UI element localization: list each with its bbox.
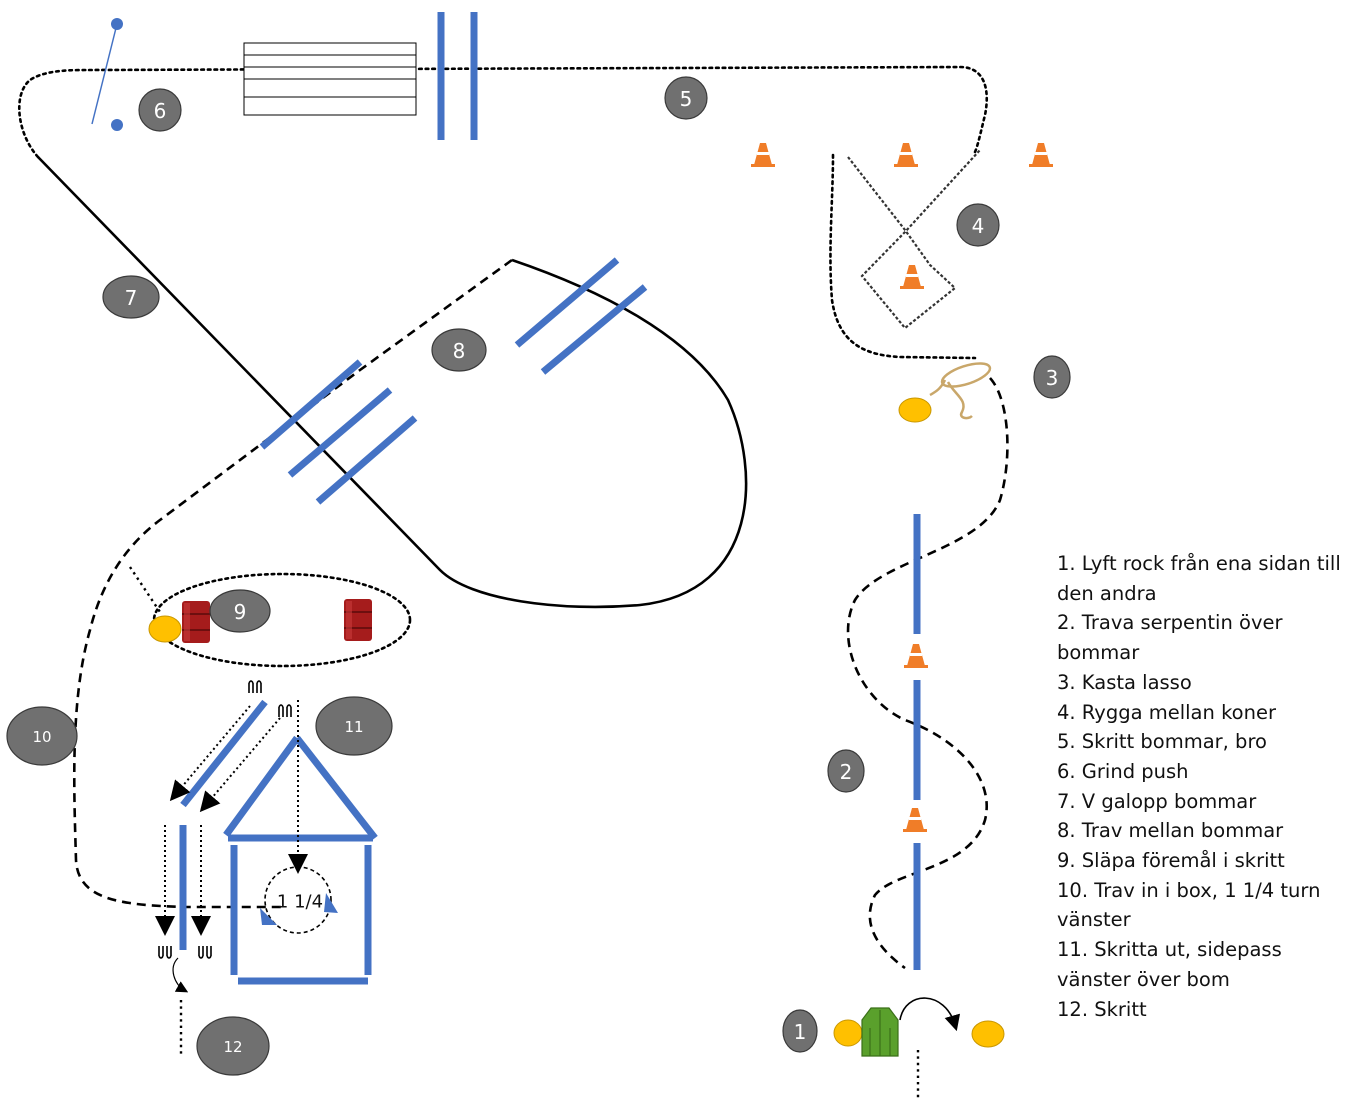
path-back-cones bbox=[829, 153, 977, 360]
station-badge-shape bbox=[102, 275, 160, 319]
station-badge: 6 bbox=[138, 88, 182, 132]
station-badge-shape bbox=[1033, 355, 1071, 399]
cone-icon bbox=[751, 143, 775, 167]
pole bbox=[315, 415, 418, 505]
disc-icon bbox=[833, 1019, 863, 1047]
station-badge: 3 bbox=[1033, 355, 1071, 399]
station-number: 10 bbox=[32, 728, 51, 746]
station-number: 3 bbox=[1046, 366, 1059, 390]
legend-item: 9. Släpa föremål i skritt bbox=[1057, 849, 1285, 873]
station-badge: 9 bbox=[209, 589, 271, 633]
station-number: 9 bbox=[234, 600, 247, 624]
box-turn: 1 1/4 bbox=[260, 866, 338, 934]
path-drag-oval bbox=[152, 572, 412, 668]
horseshoes bbox=[158, 680, 292, 959]
legend-item: 6. Grind push bbox=[1057, 759, 1189, 783]
gate-icon bbox=[91, 18, 123, 131]
turn-arrow-icon bbox=[899, 997, 961, 1032]
station-badge: 5 bbox=[664, 76, 708, 120]
station-number: 6 bbox=[154, 99, 167, 123]
turn-arrow-icon bbox=[172, 957, 189, 993]
horseshoe-icon bbox=[278, 704, 292, 718]
cone-icon bbox=[900, 265, 924, 289]
horseshoe-icon bbox=[158, 945, 172, 959]
disc-icon bbox=[898, 397, 932, 423]
pole bbox=[287, 387, 393, 478]
station-number: 12 bbox=[223, 1038, 242, 1056]
cone-icon bbox=[903, 808, 927, 832]
station-badge-shape bbox=[138, 88, 182, 132]
pole bbox=[180, 699, 268, 808]
coat-icon bbox=[861, 1007, 899, 1057]
legend-item: 10. Trav in i box, 1 1/4 turn vänster bbox=[1057, 878, 1321, 932]
station-badge-shape bbox=[827, 749, 865, 793]
pole bbox=[223, 735, 300, 838]
station-number: 5 bbox=[680, 87, 693, 111]
station-badge: 8 bbox=[431, 328, 487, 372]
legend: 1. Lyft rock från ena sidan till den and… bbox=[1057, 549, 1347, 1024]
legend-item: 11. Skritta ut, sidepass vänster över bo… bbox=[1057, 938, 1282, 991]
barrel-icon bbox=[343, 598, 373, 642]
legend-item: 12. Skritt bbox=[1057, 997, 1147, 1021]
station-badge: 4 bbox=[956, 203, 1000, 247]
disc-icon bbox=[971, 1020, 1005, 1048]
pole bbox=[259, 359, 363, 450]
turn-label: 1 1/4 bbox=[277, 892, 323, 913]
station-number: 2 bbox=[840, 760, 853, 784]
path-drag-start bbox=[129, 566, 161, 613]
legend-item: 1. Lyft rock från ena sidan till den and… bbox=[1057, 552, 1341, 605]
station-number: 11 bbox=[344, 718, 363, 736]
station-badge-shape bbox=[782, 1009, 818, 1053]
station-badge: 12 bbox=[196, 1016, 270, 1076]
legend-item: 2. Trava serpentin över bommar bbox=[1057, 611, 1283, 665]
pole bbox=[514, 257, 620, 348]
station-badge-shape bbox=[315, 696, 393, 756]
station-number: 4 bbox=[972, 214, 985, 238]
station-badge: 1 bbox=[782, 1009, 818, 1053]
pole bbox=[294, 735, 378, 841]
station-badge: 10 bbox=[6, 706, 78, 766]
station-badge-shape bbox=[6, 706, 78, 766]
path-trot-left bbox=[72, 258, 513, 909]
legend-item: 4. Rygga mellan koner bbox=[1057, 700, 1276, 724]
legend-item: 3. Kasta lasso bbox=[1057, 670, 1192, 694]
cone-icon bbox=[1029, 143, 1053, 167]
station-badge-shape bbox=[431, 328, 487, 372]
cone-icon bbox=[904, 644, 928, 668]
station-number: 1 bbox=[794, 1020, 807, 1044]
station-number: 7 bbox=[125, 286, 138, 310]
station-badge: 7 bbox=[102, 275, 160, 319]
back-up-lane bbox=[847, 149, 981, 330]
station-badge-shape bbox=[196, 1016, 270, 1076]
legend-item: 5. Skritt bommar, bro bbox=[1057, 730, 1267, 754]
station-badge: 11 bbox=[315, 696, 393, 756]
horseshoe-icon bbox=[248, 680, 262, 694]
sidepass-arrows bbox=[155, 705, 281, 936]
horseshoe-icon bbox=[198, 945, 212, 959]
path-serpentine bbox=[846, 377, 1009, 970]
cone-icon bbox=[894, 143, 918, 167]
path-walk-top bbox=[17, 65, 989, 159]
poles bbox=[179, 12, 921, 985]
disc-icon bbox=[148, 615, 182, 643]
lasso-icon bbox=[929, 362, 992, 420]
legend-item: 7. V galopp bommar bbox=[1057, 789, 1257, 813]
path-canter bbox=[37, 156, 748, 609]
legend-item: 8. Trav mellan bommar bbox=[1057, 819, 1284, 843]
cones bbox=[751, 143, 1053, 832]
station-badge: 2 bbox=[827, 749, 865, 793]
pole bbox=[540, 284, 648, 375]
station-badge-shape bbox=[956, 203, 1000, 247]
station-number: 8 bbox=[453, 339, 466, 363]
station-badge-shape bbox=[664, 76, 708, 120]
bridge-icon bbox=[243, 42, 417, 116]
station-badge-shape bbox=[209, 589, 271, 633]
barrel-icon bbox=[181, 600, 211, 644]
